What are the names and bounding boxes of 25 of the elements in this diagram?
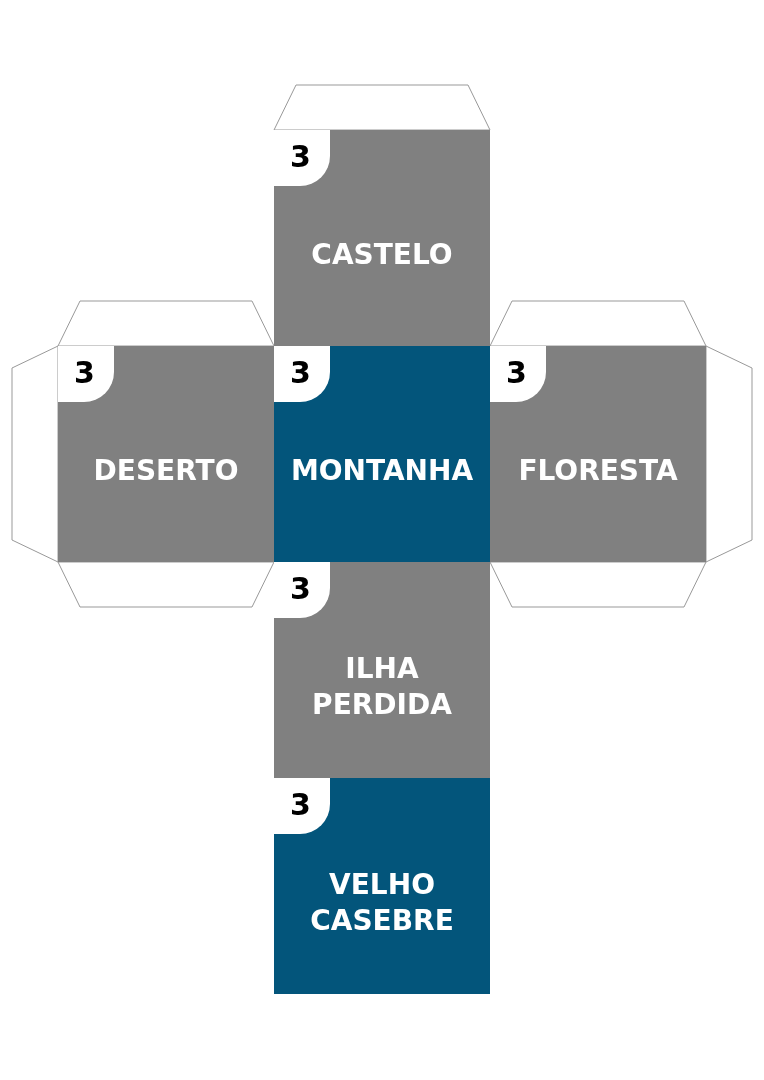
cube-face [490,346,706,562]
glue-tab [57,561,275,608]
face-label: VELHO CASEBRE [309,867,455,939]
cube-face [274,562,490,778]
face-number: 3 [274,778,330,834]
face-label: MONTANHA [290,453,474,489]
face-label: ILHA PERDIDA [311,651,453,723]
cube-face [274,130,490,346]
face-number: 3 [58,346,114,402]
glue-tab [273,84,491,131]
face-label: CASTELO [311,237,453,273]
face-label: DESERTO [93,453,239,489]
cube-face [274,778,490,994]
face-label: FLORESTA [518,453,678,489]
face-number: 3 [274,130,330,186]
face-number: 3 [274,346,330,402]
cube-face [58,346,274,562]
glue-tab [57,300,275,347]
face-number: 3 [274,562,330,618]
cube-face [274,346,490,562]
face-number: 3 [490,346,546,402]
glue-tab [11,345,59,563]
glue-tab [705,345,753,563]
glue-tab [489,561,707,608]
glue-tab [489,300,707,347]
